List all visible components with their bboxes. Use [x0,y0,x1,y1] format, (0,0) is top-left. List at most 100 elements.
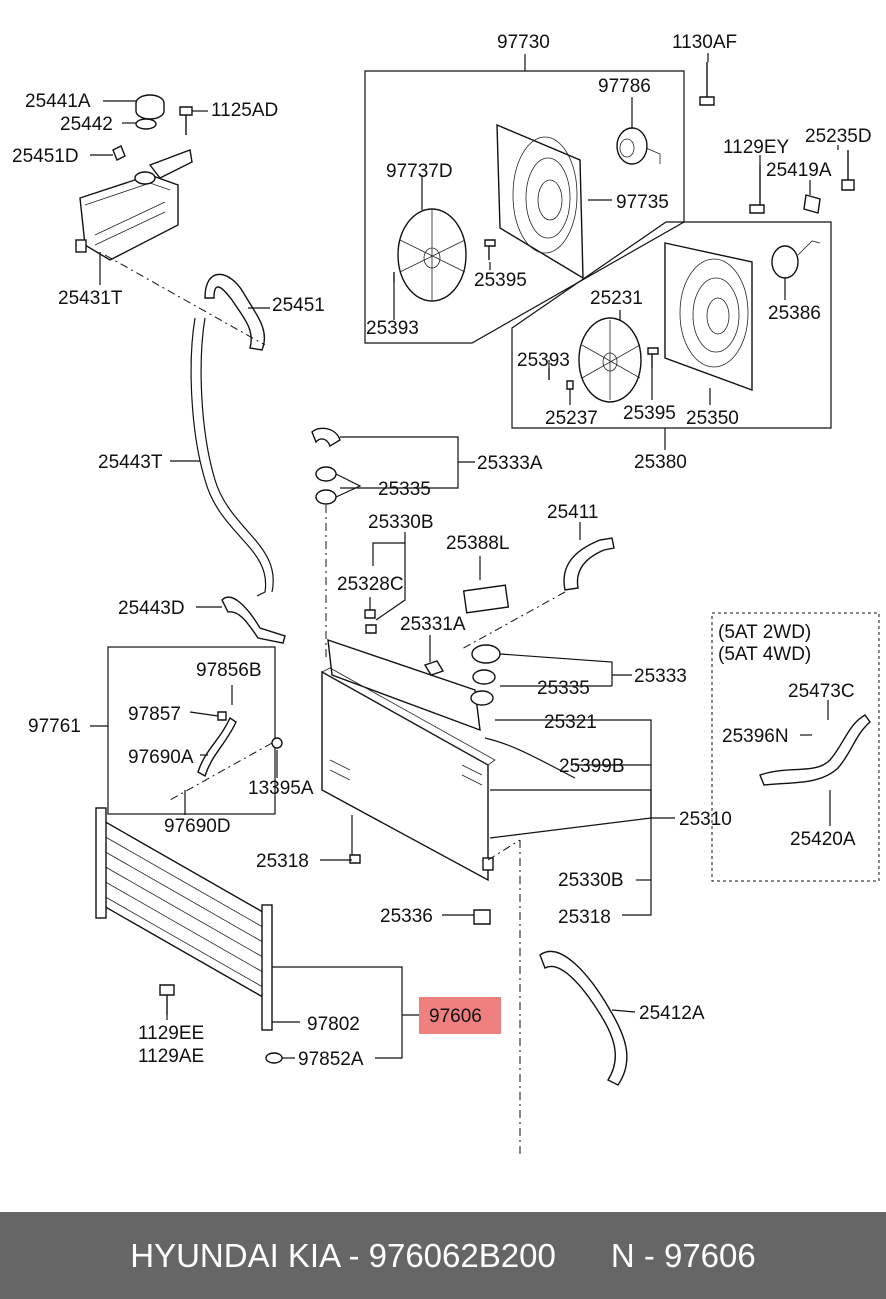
label-25451: 25451 [272,295,325,316]
label-1130AF: 1130AF [672,32,737,53]
label-97852A: 97852A [298,1049,364,1070]
label-25237: 25237 [545,408,598,429]
label-25330B-upper: 25330B [368,512,434,533]
label-97690A: 97690A [128,747,194,768]
label-1129EY: 1129EY [723,137,790,158]
condenser-bracket-box-97761 [107,646,276,815]
bolt-1129EE [159,984,175,1015]
label-25443D: 25443D [118,598,185,619]
reservoir-tank-25431T [75,149,193,261]
label-25335-lower: 25335 [537,678,590,699]
fan-25231 [578,317,642,403]
label-25318-right: 25318 [558,907,611,928]
label-97690D: 97690D [164,816,231,837]
label-25441A: 25441A [25,91,91,112]
radiator-parts-25333A [311,427,341,660]
label-5AT-4WD: (5AT 4WD) [718,644,811,665]
cap-97852A [265,1052,283,1064]
label-25399B: 25399B [559,756,625,777]
mount-25318a [349,854,361,864]
clip-25237 [566,380,574,390]
label-25335-upper: 25335 [378,479,431,500]
pipe-25399B [484,737,576,779]
part-number-footer: HYUNDAI KIA - 976062B200 N - 97606 [0,1212,886,1299]
label-25442: 25442 [60,114,113,135]
label-97737D: 97737D [386,161,453,182]
label-25420A: 25420A [790,829,856,850]
label-25393-lower: 25393 [517,350,570,371]
condenser-97606 [95,807,273,1031]
fan-assembly-box-25380 [511,221,832,429]
label-97730: 97730 [497,32,550,53]
bolt-1129EY [749,165,765,214]
label-97606: 97606 [429,1006,482,1027]
label-97735: 97735 [616,192,669,213]
label-25318-left: 25318 [256,851,309,872]
label-97786: 97786 [598,76,651,97]
parts-diagram: 97730 1130AF 97786 97737D 97735 25395 25… [12,32,880,1155]
label-25321: 25321 [544,712,597,733]
label-13395A: 13395A [248,778,314,799]
footer-text: HYUNDAI KIA - 976062B200 N - 97606 [130,1237,756,1274]
mount-25336 [473,909,491,925]
label-25350: 25350 [686,408,739,429]
fan-shroud-97735 [496,123,584,280]
label-1129EE: 1129EE [138,1023,204,1044]
label-25451D: 25451D [12,146,79,167]
cap-neck [134,171,156,185]
clip-25331A [423,660,445,676]
label-25328C: 25328C [337,574,404,595]
bolt-25395a [484,239,496,260]
fan-motor-97786 [616,127,661,165]
seal-25442 [135,118,157,130]
label-25395-lower: 25395 [623,403,676,424]
variant-dashed-box [711,612,880,882]
label-25386: 25386 [768,303,821,324]
label-25443T: 25443T [98,452,163,473]
label-97857: 97857 [128,704,181,725]
label-97856B: 97856B [196,660,262,681]
label-25231: 25231 [590,288,643,309]
clip-25451D [112,145,126,161]
bolt-13395A [271,737,283,749]
label-25412A: 25412A [639,1003,705,1024]
label-25330B-lower: 25330B [558,870,624,891]
hose-25443T [190,317,274,597]
radiator-25310 [321,638,496,882]
fan-97737D [397,208,467,302]
label-25419A: 25419A [766,160,832,181]
bolt-25235D [841,150,855,191]
hose-25420A [759,714,871,786]
label-25331A: 25331A [400,614,466,635]
label-25235D: 25235D [805,126,872,147]
label-25393-upper: 25393 [366,318,419,339]
fan-motor-25386 [771,240,821,279]
label-25431T: 25431T [58,288,123,309]
label-97802: 97802 [307,1014,360,1035]
label-25333: 25333 [634,666,687,687]
label-25333A: 25333A [477,453,543,474]
bolt-25395b [647,347,659,368]
label-1125AD: 1125AD [211,100,278,121]
plug-25328C [364,609,377,634]
label-25380: 25380 [634,452,687,473]
bolt-1130AF [699,62,715,106]
label-25395-upper: 25395 [474,270,527,291]
hose-25451 [204,273,266,351]
hose-25411 [563,537,615,591]
hose-25412A [539,950,628,1086]
label-25310: 25310 [679,809,732,830]
fan-shroud-25350 [664,242,753,392]
leader-lines [90,53,839,1155]
bracket-97690A [197,711,237,778]
label-25388L [462,584,510,614]
label-25473C: 25473C [788,681,855,702]
label-25396N: 25396N [722,726,789,747]
hose-25443D [221,596,286,644]
reservoir-cap-25441A [135,94,165,120]
label-25411: 25411 [547,502,598,523]
bolt-1125AD [179,106,193,135]
label-1129AE: 1129AE [138,1046,204,1067]
label-97761: 97761 [28,716,81,737]
label-5AT-2WD: (5AT 2WD) [718,622,811,643]
